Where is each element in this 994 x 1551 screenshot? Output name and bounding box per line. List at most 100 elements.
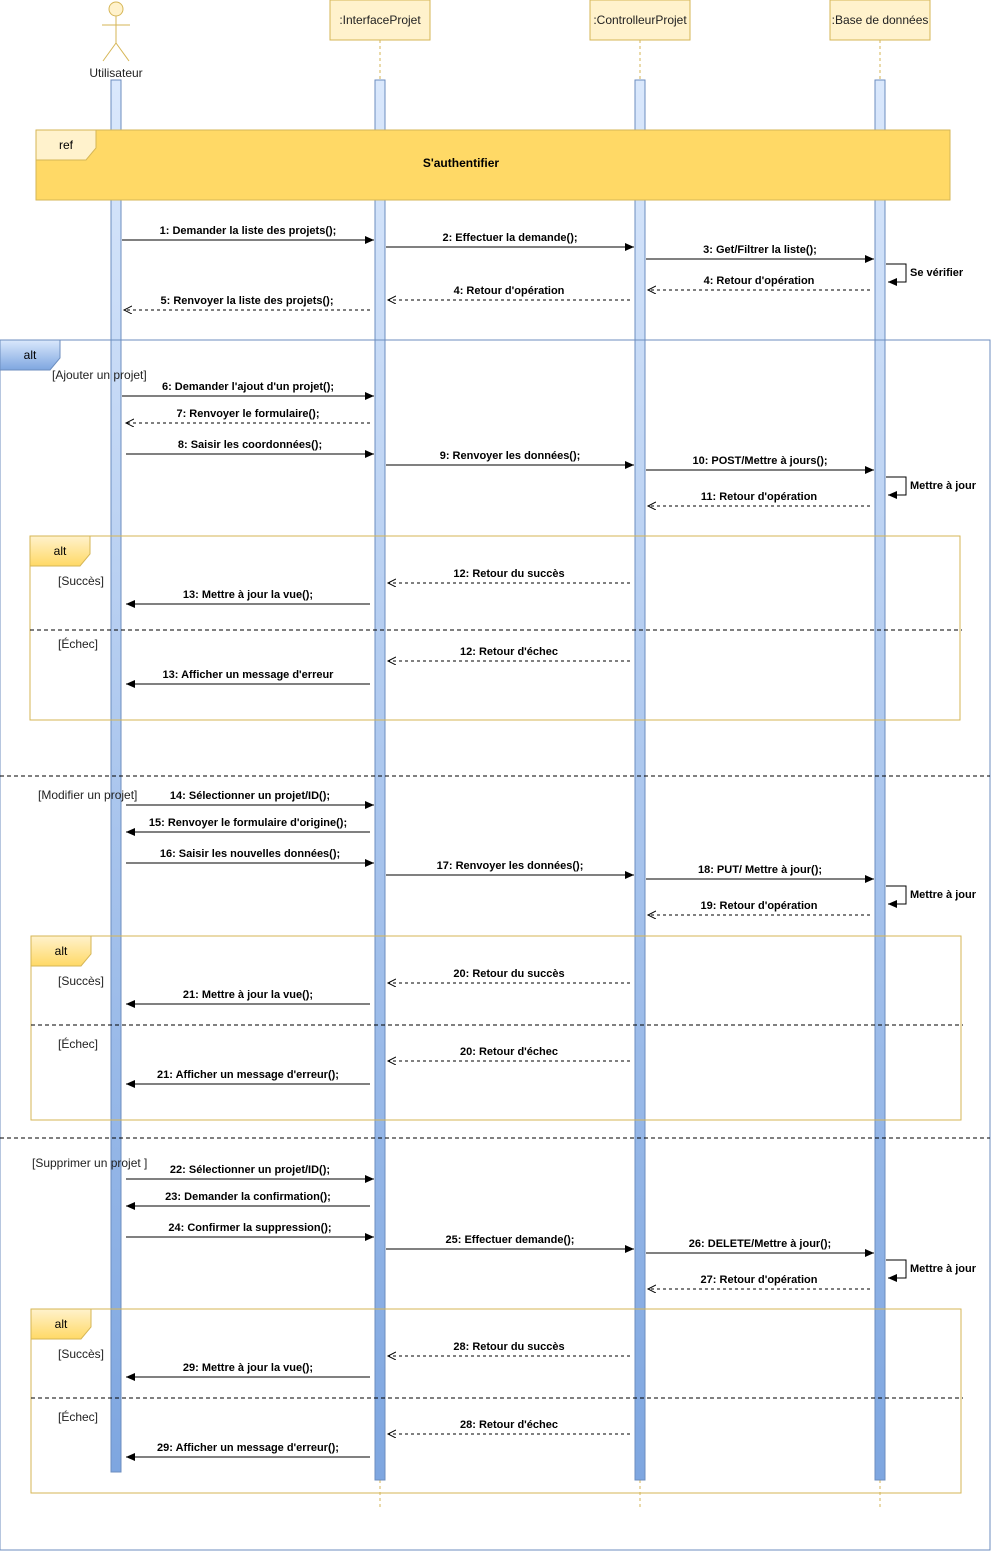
message-32: 24: Confirmer la suppression(); [126, 1222, 374, 1241]
self-message-label: Se vérifier [910, 267, 964, 279]
message-31: 23: Demander la confirmation(); [126, 1191, 370, 1210]
message-label: 19: Retour d'opération [701, 900, 818, 912]
message-label: 22: Sélectionner un projet/ID(); [170, 1164, 330, 1176]
message-24: Mettre à jour [886, 885, 977, 908]
self-message-arrow [886, 1259, 907, 1282]
message-38: 29: Mettre à jour la vue(); [126, 1362, 370, 1381]
guard-succes: [Succès] [58, 974, 104, 988]
message-36: 27: Retour d'opération [648, 1274, 870, 1289]
message-label: 12: Retour du succès [453, 568, 564, 580]
participant-label: :Base de données [832, 13, 929, 27]
inner-alt-tag: alt [55, 944, 68, 958]
message-label: 14: Sélectionner un projet/ID(); [170, 790, 330, 802]
message-label: 12: Retour d'échec [460, 646, 558, 658]
self-message-arrow [886, 885, 907, 908]
message-33: 25: Effectuer demande(); [386, 1234, 634, 1253]
message-3: 3: Get/Filtrer la liste(); [646, 244, 874, 263]
message-28: 20: Retour d'échec [388, 1046, 630, 1061]
message-label: 5: Renvoyer la liste des projets(); [161, 295, 334, 307]
self-message-arrow [886, 263, 907, 286]
message-label: 20: Retour d'échec [460, 1046, 558, 1058]
message-label: 7: Renvoyer le formulaire(); [176, 408, 319, 420]
inner-alt-frame-ajout: alt [Succès] [Échec] [29, 535, 962, 721]
activation-bar-interface [374, 79, 386, 1481]
message-label: 21: Mettre à jour la vue(); [183, 989, 313, 1001]
message-16: 13: Mettre à jour la vue(); [126, 589, 370, 608]
message-8: 6: Demander l'ajout d'un projet(); [122, 381, 374, 400]
ref-frame: ref S'authentifier [35, 129, 951, 201]
message-20: 15: Renvoyer le formulaire d'origine(); [126, 817, 370, 836]
message-40: 29: Afficher un message d'erreur(); [126, 1442, 370, 1461]
message-label: 3: Get/Filtrer la liste(); [703, 244, 817, 256]
outer-alt-frame: alt [Ajouter un projet] [Modifier un pro… [0, 339, 991, 1551]
actor-utilisateur: Utilisateur [89, 1, 143, 80]
activation-bar-database [874, 79, 886, 1481]
guard-supprimer: [Supprimer un projet ] [32, 1156, 147, 1170]
ref-tag: ref [59, 138, 74, 152]
message-label: 25: Effectuer demande(); [446, 1234, 575, 1246]
message-12: 10: POST/Mettre à jours(); [646, 455, 874, 474]
message-19: 14: Sélectionner un projet/ID(); [126, 790, 374, 809]
message-7: 5: Renvoyer la liste des projets(); [124, 295, 370, 310]
message-label: 4: Retour d'opération [454, 285, 565, 297]
participant-label: :ControlleurProjet [593, 13, 687, 27]
message-1: 1: Demander la liste des projets(); [122, 225, 374, 244]
guard-echec: [Échec] [58, 1409, 98, 1424]
message-29: 21: Afficher un message d'erreur(); [126, 1069, 370, 1088]
message-label: 10: POST/Mettre à jours(); [692, 455, 827, 467]
message-label: 27: Retour d'opération [701, 1274, 818, 1286]
message-35: Mettre à jour [886, 1259, 977, 1282]
message-9: 7: Renvoyer le formulaire(); [126, 408, 370, 423]
message-18: 13: Afficher un message d'erreur [126, 669, 370, 688]
participant-database: :Base de données [829, 0, 931, 41]
participant-controller: :ControlleurProjet [589, 0, 691, 41]
message-5: 4: Retour d'opération [648, 275, 870, 290]
inner-alt-tag: alt [55, 1317, 68, 1331]
message-21: 16: Saisir les nouvelles données(); [126, 848, 374, 867]
self-message-label: Mettre à jour [910, 889, 977, 901]
outer-alt-tag: alt [24, 348, 37, 362]
message-13: Mettre à jour [886, 476, 977, 499]
message-label: 18: PUT/ Mettre à jour(); [698, 864, 822, 876]
message-label: 23: Demander la confirmation(); [165, 1191, 331, 1203]
message-27: 21: Mettre à jour la vue(); [126, 989, 370, 1008]
self-message-arrow [886, 476, 907, 499]
self-message-label: Mettre à jour [910, 1263, 977, 1275]
message-label: 21: Afficher un message d'erreur(); [157, 1069, 339, 1081]
message-label: 15: Renvoyer le formulaire d'origine(); [149, 817, 347, 829]
message-30: 22: Sélectionner un projet/ID(); [126, 1164, 374, 1183]
message-label: 26: DELETE/Mettre à jour(); [689, 1238, 831, 1250]
message-15: 12: Retour du succès [388, 568, 630, 583]
message-10: 8: Saisir les coordonnées(); [126, 439, 374, 458]
message-label: 4: Retour d'opération [704, 275, 815, 287]
message-label: 9: Renvoyer les données(); [440, 450, 581, 462]
ref-title: S'authentifier [423, 156, 500, 170]
guard-succes: [Succès] [58, 1347, 104, 1361]
inner-alt-frame-modif: alt [Succès] [Échec] [30, 935, 963, 1121]
message-label: 6: Demander l'ajout d'un projet(); [162, 381, 334, 393]
participant-label: :InterfaceProjet [339, 13, 421, 27]
guard-echec: [Échec] [58, 636, 98, 651]
message-23: 18: PUT/ Mettre à jour(); [646, 864, 874, 883]
message-label: 28: Retour du succès [453, 1341, 564, 1353]
message-2: 2: Effectuer la demande(); [386, 232, 634, 251]
activation-bar-controller [634, 79, 646, 1481]
message-label: 2: Effectuer la demande(); [442, 232, 577, 244]
message-39: 28: Retour d'échec [388, 1419, 630, 1434]
message-label: 1: Demander la liste des projets(); [160, 225, 337, 237]
messages-layer: 1: Demander la liste des projets(); 2: Ef… [122, 225, 977, 1461]
message-label: 13: Mettre à jour la vue(); [183, 589, 313, 601]
message-6: 4: Retour d'opération [388, 285, 630, 300]
message-22: 17: Renvoyer les données(); [386, 860, 634, 879]
message-14: 11: Retour d'opération [648, 491, 870, 506]
message-26: 20: Retour du succès [388, 968, 630, 983]
participant-interface: :InterfaceProjet [329, 0, 431, 41]
message-11: 9: Renvoyer les données(); [386, 450, 634, 469]
self-message-label: Mettre à jour [910, 480, 977, 492]
inner-alt-tag: alt [54, 544, 67, 558]
message-label: 8: Saisir les coordonnées(); [178, 439, 322, 451]
inner-alt-frame-suppr: alt [Succès] [Échec] [30, 1308, 963, 1494]
message-label: 11: Retour d'opération [701, 491, 818, 503]
guard-succes: [Succès] [58, 574, 104, 588]
